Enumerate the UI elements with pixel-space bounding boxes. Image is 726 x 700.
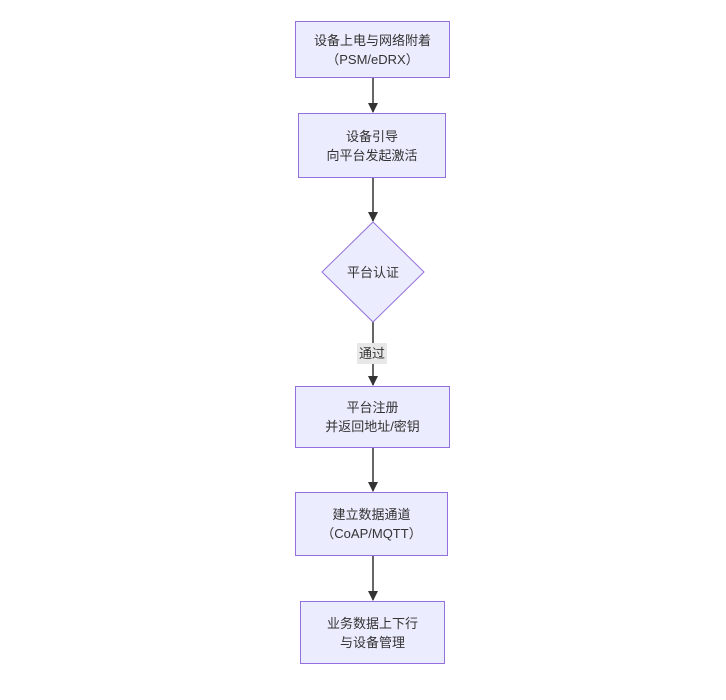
node-text: 设备引导 <box>345 128 398 144</box>
node-text: 设备上电与网络附着 <box>313 32 431 48</box>
node-text: 业务数据上下行 <box>326 615 418 631</box>
node-business-data-mgmt: 业务数据上下行 与设备管理 <box>300 601 445 664</box>
node-power-on-network-attach: 设备上电与网络附着 （PSM/eDRX） <box>295 21 450 78</box>
node-text: 并返回地址/密钥 <box>325 419 420 434</box>
node-text: （PSM/eDRX） <box>326 51 419 67</box>
node-text: 与设备管理 <box>339 634 405 650</box>
decision-platform-auth: 平台认证 <box>322 222 424 322</box>
node-platform-register: 平台注册 并返回地址/密钥 <box>295 386 450 448</box>
node-text: 建立数据通道 <box>332 507 411 522</box>
edge-label-pass: 通过 <box>356 343 388 364</box>
node-device-bootstrap: 设备引导 向平台发起激活 <box>298 113 446 178</box>
decision-diamond-shape <box>321 221 425 323</box>
node-text: 向平台发起激活 <box>326 147 418 163</box>
node-text: 平台注册 <box>346 400 399 415</box>
node-data-channel: 建立数据通道 （CoAP/MQTT） <box>295 492 448 556</box>
node-text: （CoAP/MQTT） <box>321 526 422 541</box>
node-text: 平台认证 <box>346 264 399 280</box>
